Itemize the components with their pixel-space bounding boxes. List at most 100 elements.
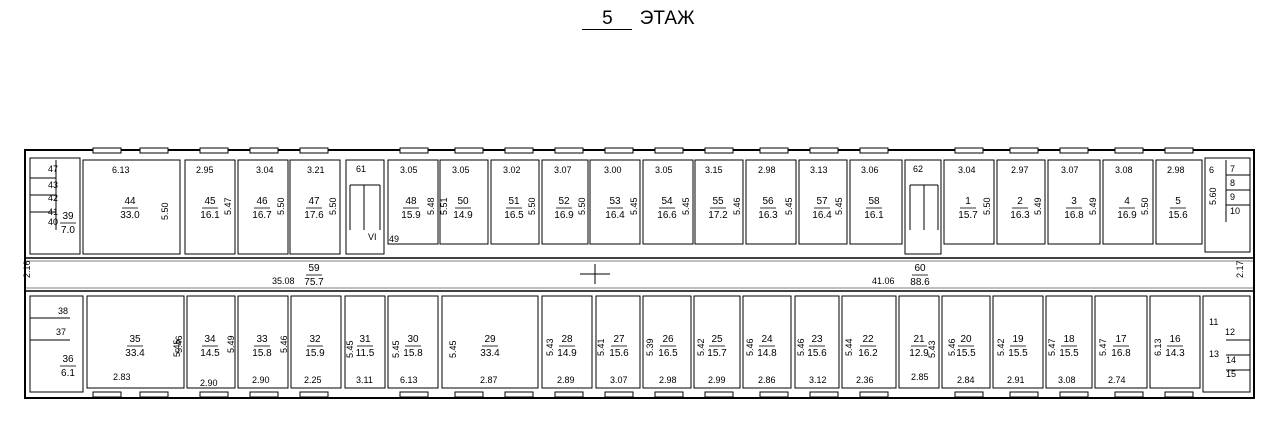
dimension-label: 2.99 (708, 375, 726, 385)
dimension-label: 6.13 (1153, 338, 1163, 356)
window (954, 147, 984, 154)
dimension-label: 6.13 (112, 165, 130, 175)
room-area: 16.3 (1010, 210, 1030, 221)
window (92, 391, 122, 398)
dimension-label: 40 (48, 217, 58, 227)
dimension-label: 5.41 (596, 338, 606, 356)
dimension-label: 37 (56, 327, 66, 337)
dimension-label: 5.43 (927, 340, 937, 358)
room-area: 14.5 (200, 348, 220, 359)
dimension-label: 3.12 (809, 375, 827, 385)
dimension-label: 3.11 (356, 375, 373, 385)
room-area: 15.9 (305, 348, 325, 359)
room-number: 52 (558, 196, 570, 207)
dimension-label: 2.83 (113, 372, 131, 382)
dimension-label: 41.06 (872, 276, 895, 286)
room-number: 47 (308, 196, 320, 207)
dimension-label: 5.46 (796, 338, 806, 356)
dimension-label: 5.47 (1047, 338, 1057, 356)
room-area: 16.9 (1117, 210, 1137, 221)
dimension-label: 3.07 (610, 375, 628, 385)
room-number: 22 (862, 334, 874, 345)
dimension-label: 5.50 (982, 197, 992, 215)
room-number: 4 (1124, 196, 1130, 207)
dimension-label: 2.85 (911, 372, 929, 382)
dimension-label: 2.84 (957, 375, 975, 385)
dimension-label: 2.89 (557, 375, 575, 385)
room-number: 39 (62, 211, 74, 222)
room-number: 2 (1017, 196, 1023, 207)
room-area: 16.9 (554, 210, 574, 221)
room-area: 16.7 (252, 210, 272, 221)
dimension-label: 2.25 (304, 375, 322, 385)
window (704, 391, 734, 398)
window (399, 147, 429, 154)
room-number: 21 (913, 334, 925, 345)
room-area: 75.7 (304, 277, 324, 288)
room-area: 14.9 (557, 348, 577, 359)
room-number: 33 (256, 334, 268, 345)
dimension-label: 6.13 (400, 375, 418, 385)
room-area: 16.6 (657, 210, 677, 221)
room-area: 17.6 (304, 210, 324, 221)
window (454, 147, 484, 154)
room-number: 20 (960, 334, 972, 345)
room-area: 15.5 (1059, 348, 1079, 359)
room-area: 16.4 (605, 210, 625, 221)
dimension-label: 13 (1209, 349, 1219, 359)
room-number: 32 (309, 334, 321, 345)
window (604, 391, 634, 398)
window (299, 147, 329, 154)
window (249, 147, 279, 154)
dimension-label: 3.07 (554, 165, 572, 175)
floor-title: 5 ЭТАЖ (0, 6, 1277, 32)
dimension-label: 5.45 (834, 197, 844, 215)
room-area: 15.5 (1008, 348, 1028, 359)
room-area: 88.6 (910, 277, 930, 288)
dimension-label: 2.74 (1108, 375, 1126, 385)
window (1164, 147, 1194, 154)
dimension-label: 8 (1230, 178, 1235, 188)
room-number: 29 (484, 334, 496, 345)
dimension-label: 5.45 (448, 340, 458, 358)
dimension-label: 3.05 (452, 165, 470, 175)
room-number: 24 (761, 334, 773, 345)
window (954, 391, 984, 398)
room-number: 34 (204, 334, 216, 345)
dimension-label: 3.08 (1058, 375, 1076, 385)
room-area: 33.4 (480, 348, 500, 359)
dimension-label: 5.50 (1140, 197, 1150, 215)
window (504, 391, 534, 398)
dimension-label: 3.21 (307, 165, 325, 175)
room-number: 59 (308, 263, 320, 274)
dimension-label: 5.60 (1208, 187, 1218, 205)
window (1059, 147, 1089, 154)
room-area: 33.0 (120, 210, 140, 221)
dimension-label: 5.42 (996, 338, 1006, 356)
window (1009, 147, 1039, 154)
window (139, 147, 169, 154)
dimension-label: 11 (1209, 317, 1218, 327)
dimension-label: 9 (1230, 192, 1235, 202)
window (704, 147, 734, 154)
dimension-label: 5.46 (745, 338, 755, 356)
room-number: 55 (712, 196, 724, 207)
room-area: 15.7 (958, 210, 978, 221)
room-area: 16.5 (658, 348, 678, 359)
room-area: 16.4 (812, 210, 832, 221)
dimension-label: 5.39 (645, 338, 655, 356)
room-number: 56 (762, 196, 774, 207)
dimension-label: VI (368, 232, 377, 242)
room-area: 17.2 (708, 210, 728, 221)
room-number: 31 (359, 334, 371, 345)
room-number: 16 (1169, 334, 1181, 345)
dimension-label: 5.48 (426, 197, 436, 215)
room-area: 16.8 (1111, 348, 1131, 359)
room-area: 14.8 (757, 348, 777, 359)
room-number: 53 (609, 196, 621, 207)
dimension-label: 5.43 (545, 338, 555, 356)
window (454, 391, 484, 398)
room-area: 14.3 (1165, 348, 1185, 359)
window (859, 147, 889, 154)
